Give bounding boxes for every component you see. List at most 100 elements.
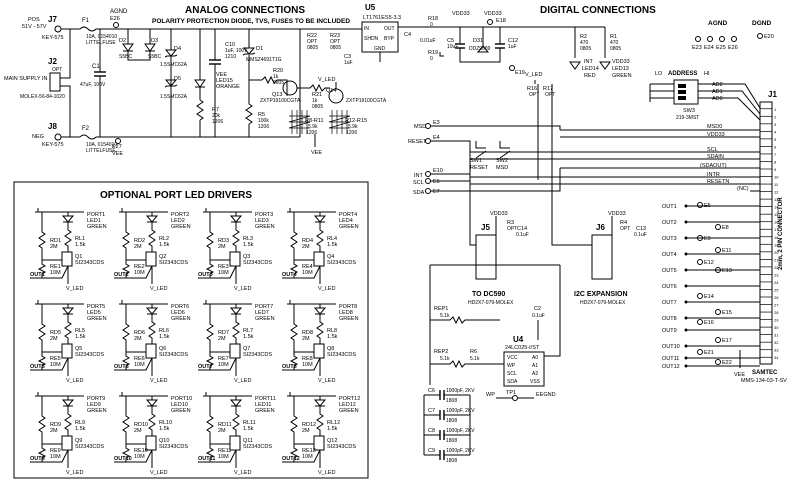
port-rl-ref: RL5 <box>75 328 85 334</box>
port-out-label: OUT4 <box>282 272 298 278</box>
ad0-label: AD0 <box>712 96 723 102</box>
port-out-wire <box>282 357 321 371</box>
port-rd-value: 2M <box>134 428 142 434</box>
port-q-ref: Q6 <box>159 346 166 352</box>
f2-part: LITTELFUSE <box>86 148 116 154</box>
port-rd-ref: RD3 <box>218 238 229 244</box>
port-q-ref: Q3 <box>243 254 250 260</box>
port-out-label: OUT7 <box>198 364 213 370</box>
port-led-icon <box>313 307 327 315</box>
port-rl-ref: RL6 <box>159 328 169 334</box>
port-re-resistor <box>205 260 214 278</box>
r22-ref: R22 <box>307 33 317 39</box>
tp-e7-label: E7 <box>433 189 440 195</box>
j1-output-dot <box>684 268 688 272</box>
port-re-resistor <box>289 352 298 370</box>
j8-neg-label: NEG <box>32 134 44 140</box>
j1-output-dot <box>684 236 688 240</box>
j1-test-pad[interactable] <box>697 259 703 265</box>
d2-ref: D2 <box>119 38 126 44</box>
q14-ref: Q14 <box>326 88 336 94</box>
j1-test-pad[interactable] <box>715 337 721 343</box>
port-q-part: SI2343CDS <box>159 352 188 358</box>
tp-e4-pad[interactable] <box>425 138 431 144</box>
led14-symbol <box>569 61 581 70</box>
port-rd-ref: RD1 <box>50 238 61 244</box>
ad1-wire <box>698 90 761 115</box>
j1-output-dot <box>684 300 688 304</box>
port-q-part: SI2343CDS <box>243 260 272 266</box>
port-out-label: OUT1 <box>30 272 45 278</box>
sw3-ref: SW3 <box>683 108 695 114</box>
port-driver-cell: PORT9LED9GREENRD92MRL91.5kQ9SI2343CDSRE9… <box>30 392 107 476</box>
c3-ref: C3 <box>344 54 351 60</box>
sw3-toggle-3 <box>678 96 686 100</box>
port-re-ref: RE11 <box>218 448 231 454</box>
port-q-ref: Q11 <box>243 438 253 444</box>
port-q-part: SI2343CDS <box>159 260 188 266</box>
port-gate-wire <box>209 438 230 445</box>
led13-color: GREEN <box>612 73 632 79</box>
d4-part: 1.5SMC62A <box>160 62 188 68</box>
wp-label: WP <box>486 392 495 398</box>
port-label: PORT12 <box>339 396 360 402</box>
port-re-ref: RE6 <box>134 356 145 362</box>
j1-test-pad[interactable] <box>715 224 721 230</box>
r12-r15-array: R12-R15 5.9k 1206 <box>328 110 367 136</box>
digital-header: DIGITAL CONNECTIONS <box>540 5 656 16</box>
bypass-cap-value: 1000pF, 2KV <box>446 388 475 394</box>
j1-test-pad[interactable] <box>715 247 721 253</box>
tp-e10-pad[interactable] <box>425 171 431 177</box>
u4-pin-vcc: VCC <box>507 355 518 361</box>
r4-ref: R4 <box>620 220 627 226</box>
j1-test-pad-label: E17 <box>722 338 732 344</box>
j1-test-pad[interactable] <box>715 309 721 315</box>
r5-symbol <box>245 103 253 125</box>
j5-ref: J5 <box>481 223 490 232</box>
port-led-color: GREEN <box>171 408 191 414</box>
port-led-color: GREEN <box>87 408 107 414</box>
c2-value: 0.1uF <box>532 313 545 319</box>
j1-test-pad[interactable] <box>697 202 703 208</box>
c13-ref: C13 <box>636 226 646 232</box>
f2-value: 10A, 0154010 <box>86 142 117 148</box>
j1-output-dot <box>684 252 688 256</box>
tp-e6-pad[interactable] <box>425 178 431 184</box>
j1-maker: SAMTEC <box>752 370 778 376</box>
e18-pad <box>487 19 493 25</box>
port-q-ref: Q10 <box>159 438 169 444</box>
r18-value: 0 <box>430 22 433 28</box>
port-vled-label: V_LED <box>234 378 251 384</box>
sda-wire <box>431 168 561 192</box>
j1-test-pad[interactable] <box>697 235 703 241</box>
j1-test-pad[interactable] <box>697 349 703 355</box>
port-re-resistor <box>37 352 46 370</box>
port-re-ref: RE2 <box>134 264 145 270</box>
j1-test-pad[interactable] <box>715 359 721 365</box>
tp1-pad[interactable] <box>512 395 518 401</box>
j1-test-pad[interactable] <box>697 293 703 299</box>
j7-part: KEY-575 <box>42 35 64 41</box>
address-label: ADDRESS <box>668 71 697 77</box>
port-mosfet-icon <box>313 343 325 359</box>
j5-caption: TO DC590 <box>472 291 505 298</box>
r1-value: 470 <box>610 40 619 46</box>
tp-e7-pad[interactable] <box>425 188 431 194</box>
j1-test-pad[interactable] <box>697 319 703 325</box>
j1-pin-number: 10 <box>774 175 779 180</box>
j1-output-label: OUT2 <box>662 220 677 226</box>
port-driver-cell: PORT10LED10GREENRD102MRL101.5kQ10SI2343C… <box>114 392 192 476</box>
j1-test-pad[interactable] <box>715 267 721 273</box>
v-led-label-digital: V_LED <box>525 72 542 78</box>
j2-pos-wire <box>60 29 71 79</box>
port-out-wire <box>282 449 321 463</box>
port-gate-wire <box>293 346 314 353</box>
r5-size: 1206 <box>258 124 269 130</box>
tp1-label: TP1 <box>506 390 516 396</box>
bus-sdain: SDAIN <box>707 154 724 160</box>
led13-label: VDD33 <box>612 59 630 65</box>
port-q-part: SI2343CDS <box>159 444 188 450</box>
tp-e3-pad[interactable] <box>425 123 431 129</box>
bypass-cap-ref: C8 <box>428 428 435 434</box>
port-vled-label: V_LED <box>234 470 251 476</box>
